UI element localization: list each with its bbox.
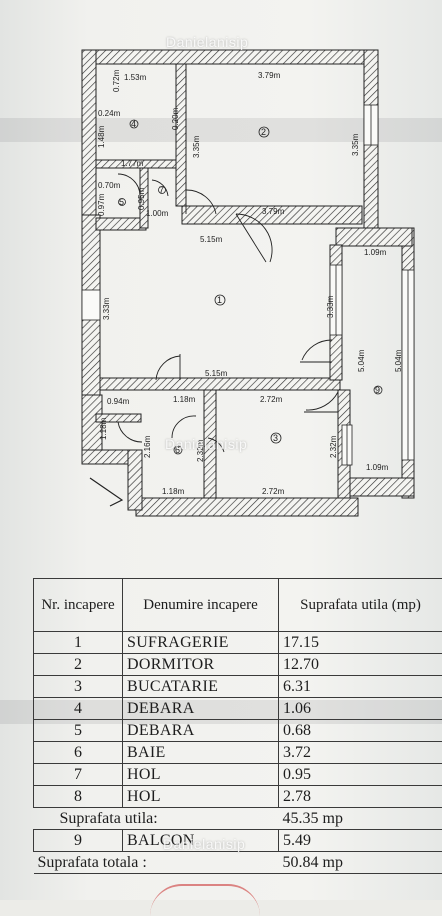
watermark: Danielanisip: [163, 836, 245, 852]
cell-area: 5.49: [279, 830, 442, 852]
cell-nr: 6: [34, 742, 123, 764]
table-row: 7 HOL 0.95: [34, 764, 442, 786]
svg-text:0.94m: 0.94m: [107, 397, 130, 406]
cell-nr: 8: [34, 786, 123, 808]
svg-text:5.15m: 5.15m: [205, 369, 228, 378]
cell-name: HOL: [123, 786, 279, 808]
svg-text:7: 7: [159, 185, 164, 195]
svg-text:9: 9: [375, 385, 380, 395]
svg-text:1.53m: 1.53m: [124, 73, 147, 82]
cell-nr: 5: [34, 720, 123, 742]
cell-nr: 7: [34, 764, 123, 786]
header-name: Denumire incapere: [123, 579, 279, 632]
useful-area-row: Suprafata utila: 45.35 mp: [34, 808, 442, 830]
cell-area: 1.06: [279, 698, 442, 720]
cell-name: DEBARA: [123, 698, 279, 720]
svg-text:2.72m: 2.72m: [260, 395, 283, 404]
floor-plan: 1.53m 3.79m 0.72m 0.24m 1.48m 0.20m 3.35…: [0, 0, 442, 560]
cell-area: 2.78: [279, 786, 442, 808]
svg-text:3.79m: 3.79m: [258, 71, 281, 80]
total-area-label: Suprafata totala :: [34, 852, 279, 874]
watermark: Danielanisip: [166, 34, 248, 50]
svg-text:3: 3: [273, 433, 278, 443]
cell-area: 6.31: [279, 676, 442, 698]
table-row: 3 BUCATARIE 6.31: [34, 676, 442, 698]
plan-dimensions: 1.53m 3.79m 0.72m 0.24m 1.48m 0.20m 3.35…: [97, 69, 403, 496]
north-arrow: [90, 478, 122, 506]
cell-name: DORMITOR: [123, 654, 279, 676]
room-area-table: Nr. incapere Denumire incapere Suprafata…: [33, 578, 442, 874]
stamp-fragment: [150, 884, 260, 916]
table-row: 2 DORMITOR 12.70: [34, 654, 442, 676]
cell-name: BAIE: [123, 742, 279, 764]
watermark: Danielanisip: [165, 436, 247, 452]
useful-area-label: Suprafata utila:: [34, 808, 279, 830]
svg-text:1.48m: 1.48m: [97, 125, 106, 148]
total-area-value: 50.84 mp: [279, 852, 442, 874]
svg-text:1.00m: 1.00m: [146, 209, 169, 218]
svg-text:0.95m: 0.95m: [137, 187, 146, 210]
useful-area-value: 45.35 mp: [279, 808, 442, 830]
svg-text:3.33m: 3.33m: [326, 295, 335, 318]
svg-text:2.32m: 2.32m: [329, 435, 338, 458]
cell-nr: 3: [34, 676, 123, 698]
cell-area: 3.72: [279, 742, 442, 764]
cell-area: 12.70: [279, 654, 442, 676]
svg-text:1.09m: 1.09m: [366, 463, 389, 472]
svg-text:3.35m: 3.35m: [192, 135, 201, 158]
svg-text:1.18m: 1.18m: [173, 395, 196, 404]
table-header-row: Nr. incapere Denumire incapere Suprafata…: [34, 579, 442, 632]
table-row: 4 DEBARA 1.06: [34, 698, 442, 720]
cell-nr: 4: [34, 698, 123, 720]
svg-text:5.04m: 5.04m: [394, 349, 403, 372]
cell-area: 17.15: [279, 632, 442, 654]
svg-text:1.77m: 1.77m: [121, 159, 144, 168]
cell-name: BUCATARIE: [123, 676, 279, 698]
table-row: 5 DEBARA 0.68: [34, 720, 442, 742]
cell-area: 0.68: [279, 720, 442, 742]
svg-text:0.24m: 0.24m: [98, 109, 121, 118]
svg-text:0.97m: 0.97m: [97, 193, 106, 216]
svg-text:2.16m: 2.16m: [143, 435, 152, 458]
table-row: 1 SUFRAGERIE 17.15: [34, 632, 442, 654]
header-area: Suprafata utila (mp): [279, 579, 442, 632]
header-nr: Nr. incapere: [34, 579, 123, 632]
cell-nr: 9: [34, 830, 123, 852]
svg-text:3.35m: 3.35m: [351, 133, 360, 156]
svg-text:1.18m: 1.18m: [162, 487, 185, 496]
cell-name: HOL: [123, 764, 279, 786]
cell-nr: 1: [34, 632, 123, 654]
total-area-row: Suprafata totala : 50.84 mp: [34, 852, 442, 874]
svg-text:0.72m: 0.72m: [112, 69, 121, 92]
table-row: 8 HOL 2.78: [34, 786, 442, 808]
cell-name: DEBARA: [123, 720, 279, 742]
svg-text:1: 1: [217, 295, 222, 305]
svg-text:4: 4: [131, 119, 136, 129]
cell-area: 0.95: [279, 764, 442, 786]
svg-text:5.04m: 5.04m: [357, 349, 366, 372]
svg-text:3.79m: 3.79m: [262, 207, 285, 216]
svg-text:5: 5: [119, 197, 124, 207]
svg-text:2.72m: 2.72m: [262, 487, 285, 496]
svg-text:3.33m: 3.33m: [102, 297, 111, 320]
table-row: 6 BAIE 3.72: [34, 742, 442, 764]
svg-text:0.70m: 0.70m: [98, 181, 121, 190]
svg-text:1.09m: 1.09m: [364, 248, 387, 257]
svg-text:1.18m: 1.18m: [99, 417, 108, 440]
svg-text:0.20m: 0.20m: [171, 107, 180, 130]
svg-text:5.15m: 5.15m: [200, 235, 223, 244]
cell-nr: 2: [34, 654, 123, 676]
cell-name: SUFRAGERIE: [123, 632, 279, 654]
svg-text:2: 2: [261, 127, 266, 137]
